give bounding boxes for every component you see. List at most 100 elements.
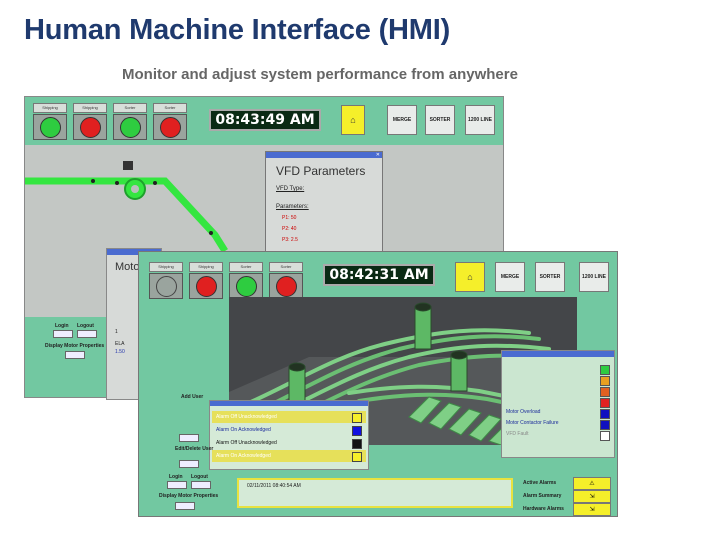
active-alarms-button[interactable]: ⚠ [573, 477, 611, 490]
back-merge-button[interactable]: MERGE [387, 105, 417, 135]
legend-swatch [600, 387, 610, 397]
alarm-legend-label: Alarm On Acknowledged [216, 453, 271, 459]
legend-row: Motor Contactor Failure [502, 418, 614, 430]
slide-title: Human Machine Interface (HMI) [24, 14, 451, 46]
front-sorter-button[interactable]: SORTER [535, 262, 565, 292]
add-user-button[interactable] [179, 434, 199, 442]
motor-legend-titlebar [502, 351, 614, 357]
spiral-tower [414, 306, 432, 350]
back-user-panel: Login Logout Display Motor Properties [25, 317, 115, 397]
alarm-legend-row: Alarm On Acknowledged [212, 424, 366, 436]
red-lamp-icon [195, 275, 217, 297]
green-lamp-icon [235, 275, 257, 297]
sensor-dot [153, 181, 157, 185]
back-login-label: Login [55, 323, 69, 329]
spiral-tower [288, 366, 306, 402]
back-display-motor-label: Display Motor Properties [45, 343, 105, 349]
alarm-swatch [352, 413, 362, 423]
front-lamp-3[interactable]: Sorter [229, 262, 263, 299]
legend-label: VFD Fault [506, 431, 529, 437]
back-lamp-3-label: Sorter [113, 103, 147, 113]
warning-icon: ⚠ [589, 481, 595, 487]
conveyor-hub [131, 185, 139, 193]
cursor-icon: ⇲ [589, 494, 595, 500]
back-lamp-1[interactable]: Shipping [33, 103, 67, 140]
front-merge-button[interactable]: MERGE [495, 262, 525, 292]
login-button[interactable] [167, 481, 187, 489]
back-lamp-1-label: Shipping [33, 103, 67, 113]
motor-ela-label: ELA [115, 341, 125, 347]
front-lamp-1[interactable]: Shipping [149, 262, 183, 299]
cursor-icon: ⇲ [589, 507, 595, 513]
param-name: P2: [282, 226, 290, 232]
spiral-tower-top [414, 302, 432, 312]
hmi-window-front: Shipping Shipping Sorter Sorter 08:42:31… [138, 251, 618, 517]
vfd-param-row: P1: 50 [266, 210, 382, 221]
alarm-legend-label: Alarm Off Unacknowledged [216, 440, 277, 446]
add-user-label: Add User [181, 394, 204, 400]
conveyor-belt [357, 392, 537, 411]
front-lamp-2[interactable]: Shipping [189, 262, 223, 299]
back-lamp-3[interactable]: Sorter [113, 103, 147, 140]
hardware-alarms-button[interactable]: ⇲ [573, 503, 611, 516]
spiral-tower [450, 354, 468, 392]
alarm-swatch [352, 426, 362, 436]
legend-label: Motor Overload [506, 409, 541, 415]
alarm-summary-button[interactable]: ⇲ [573, 490, 611, 503]
legend-row [502, 374, 614, 386]
back-lamp-4[interactable]: Sorter [153, 103, 187, 140]
vfd-heading: VFD Parameters [276, 164, 366, 178]
back-login-button[interactable] [53, 330, 73, 338]
display-motor-button[interactable] [175, 502, 195, 510]
spiral-tower-top [450, 350, 468, 360]
motor-heading: Motor [115, 261, 144, 273]
param-value: 50 [290, 215, 297, 221]
front-toolbar: Shipping Shipping Sorter Sorter 08:42:31… [139, 252, 617, 299]
motor-index-value: 1 [115, 329, 118, 335]
back-lamp-2[interactable]: Shipping [73, 103, 107, 140]
back-clock: 08:43:49 AM [209, 109, 321, 131]
alarm-message-bar: 02/11/2011 08:40:54 AM [237, 478, 513, 508]
alarm-legend-row: Alarm Off Unacknowledged [212, 411, 366, 423]
edit-user-button[interactable] [179, 460, 199, 468]
front-lamp-4-label: Sorter [269, 262, 303, 272]
legend-row [502, 363, 614, 375]
param-value: 40 [290, 226, 297, 232]
sorter-lane [408, 396, 442, 424]
back-lamp-2-label: Shipping [73, 103, 107, 113]
front-line-button[interactable]: 1200 LINE [579, 262, 609, 292]
alarm-legend-row: Alarm On Acknowledged [212, 450, 366, 462]
param-value: 2.5 [290, 237, 298, 243]
back-toolbar: Shipping Shipping Sorter Sorter 08:43:49… [25, 97, 503, 145]
alarm-legend-label: Alarm On Acknowledged [216, 427, 271, 433]
back-logout-label: Logout [77, 323, 94, 329]
back-logout-button[interactable] [77, 330, 97, 338]
vfd-params-label: Parameters: [276, 204, 309, 210]
sensor-dot [115, 181, 119, 185]
logout-button[interactable] [191, 481, 211, 489]
red-lamp-icon [159, 116, 181, 138]
active-alarms-label: Active Alarms [523, 480, 557, 486]
alarm-swatch [352, 439, 362, 449]
motor-legend-panel: Motor Overload Motor Contactor Failure V… [501, 350, 615, 458]
back-home-button[interactable]: ⌂ [341, 105, 365, 135]
legend-row [502, 396, 614, 408]
sensor-dot [209, 231, 213, 235]
hardware-alarms-label: Hardware Alarms [523, 506, 564, 512]
front-home-button[interactable]: ⌂ [455, 262, 485, 292]
grey-lamp-icon [155, 275, 177, 297]
back-lamp-4-label: Sorter [153, 103, 187, 113]
green-lamp-icon [39, 116, 61, 138]
param-name: P3: [282, 237, 290, 243]
alarm-legend-panel: Alarm Off Unacknowledged Alarm On Acknow… [209, 400, 369, 470]
home-icon: ⌂ [350, 115, 356, 125]
legend-swatch [600, 409, 610, 419]
front-lamp-4[interactable]: Sorter [269, 262, 303, 299]
back-line-button[interactable]: 1200 LINE [465, 105, 495, 135]
slide-subtitle: Monitor and adjust system performance fr… [122, 66, 518, 83]
close-icon[interactable]: ✕ [375, 152, 380, 158]
back-display-motor-button[interactable] [65, 351, 85, 359]
param-name: P1: [282, 215, 290, 221]
conveyor-belt [347, 384, 531, 403]
back-sorter-button[interactable]: SORTER [425, 105, 455, 135]
